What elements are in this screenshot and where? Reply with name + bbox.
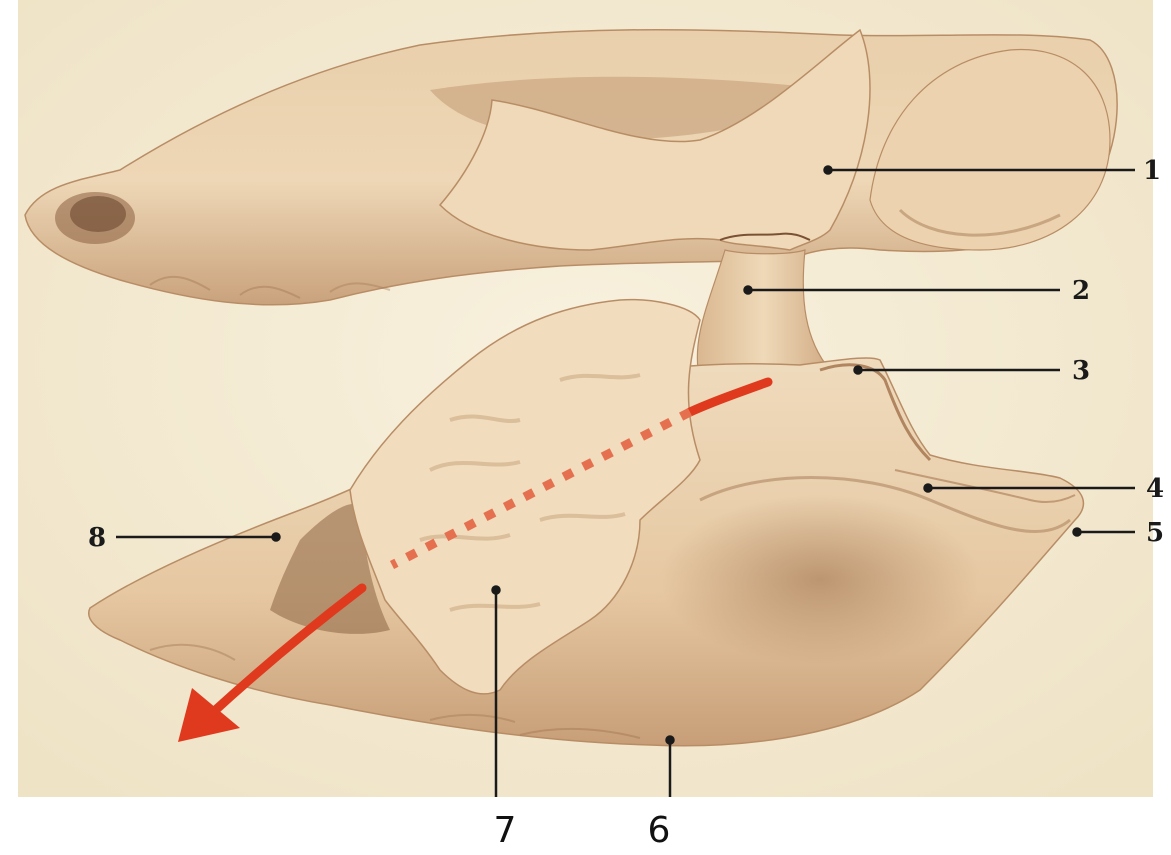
label-1: 1 <box>1143 156 1161 186</box>
label-3: 3 <box>1072 356 1090 386</box>
label-8: 8 <box>88 523 106 553</box>
label-4: 4 <box>1146 474 1164 504</box>
label-6: 6 <box>648 810 671 851</box>
label-5: 5 <box>1146 518 1164 548</box>
label-7: 7 <box>494 810 517 851</box>
label-2: 2 <box>1072 276 1090 306</box>
